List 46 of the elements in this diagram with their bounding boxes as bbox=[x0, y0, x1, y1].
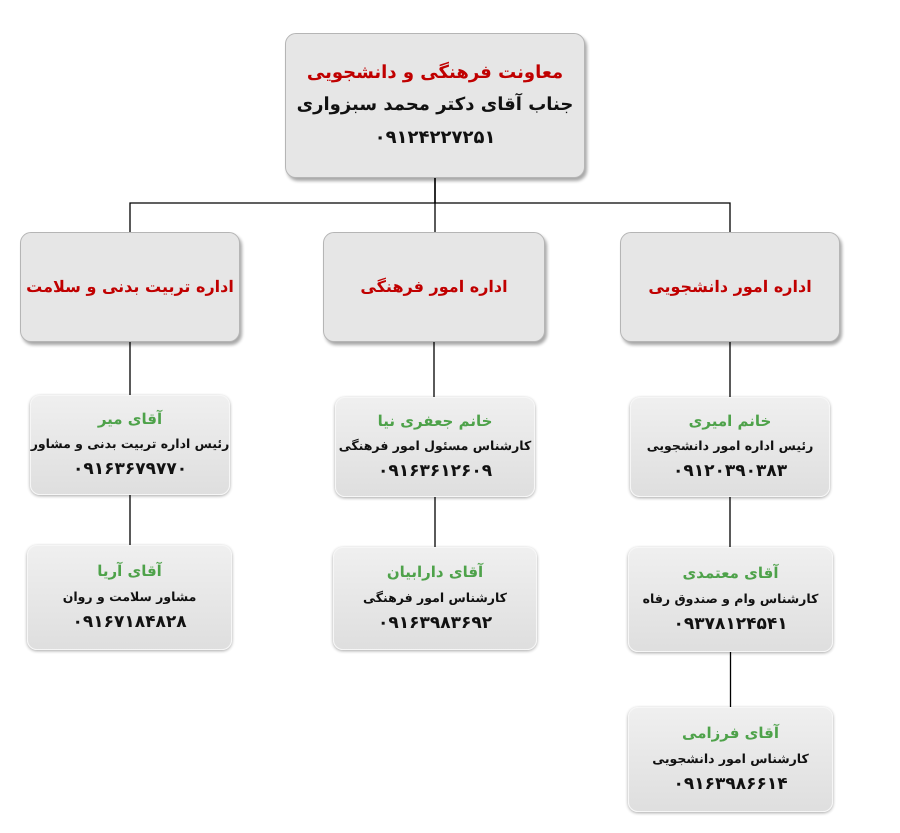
job-title: کارشناس وام و صندوق رفاه bbox=[642, 590, 818, 607]
person-name: آقای معتمدی bbox=[682, 564, 778, 583]
staff-card bbox=[333, 547, 537, 650]
connector-line bbox=[129, 342, 131, 395]
person-name: آقای دارابیان bbox=[386, 563, 484, 582]
connector-line bbox=[433, 342, 435, 397]
connector-line bbox=[729, 342, 731, 397]
department-box bbox=[20, 232, 240, 342]
phone-number: ۰۹۱۶۳۹۸۶۶۱۴ bbox=[673, 774, 788, 795]
job-title: کارشناس مسئول امور فرهنگی bbox=[338, 438, 532, 454]
org-unit-box bbox=[285, 33, 585, 178]
job-title: کارشناس امور دانشجویی bbox=[652, 750, 809, 767]
job-title: رئیس اداره امور دانشجویی bbox=[646, 438, 814, 454]
unit-title: اداره تربیت بدنی و سلامت bbox=[26, 277, 234, 297]
job-title: کارشناس امور فرهنگی bbox=[363, 590, 507, 606]
phone-number: ۰۹۱۲۰۳۹۰۳۸۳ bbox=[672, 461, 788, 482]
connector-line bbox=[730, 652, 732, 707]
department-box bbox=[620, 232, 840, 342]
staff-card bbox=[30, 395, 230, 495]
person-name: آقای آریا bbox=[97, 562, 162, 581]
staff-card bbox=[27, 545, 232, 650]
phone-number: ۰۹۱۲۴۲۲۷۲۵۱ bbox=[374, 126, 496, 150]
person-name: خانم امیری bbox=[688, 412, 772, 430]
connector-line bbox=[729, 497, 731, 547]
phone-number: ۰۹۱۶۳۶۱۲۶۰۹ bbox=[378, 461, 492, 482]
phone-number: ۰۹۱۶۳۶۷۹۷۷۰ bbox=[72, 459, 188, 480]
person-name: آقای فرزامی bbox=[682, 724, 779, 743]
job-title: رئیس اداره تربیت بدنی و مشاور bbox=[30, 436, 230, 452]
phone-number: ۰۹۱۶۷۱۸۴۸۲۸ bbox=[72, 612, 187, 633]
unit-title: اداره امور فرهنگی bbox=[360, 277, 508, 297]
person-name: خانم جعفری نیا bbox=[378, 412, 492, 430]
job-title: مشاور سلامت و روان bbox=[62, 588, 196, 605]
staff-card bbox=[335, 397, 535, 497]
connector-line bbox=[434, 497, 436, 547]
department-box bbox=[323, 232, 545, 342]
staff-card bbox=[630, 397, 830, 497]
person-name: آقای میر bbox=[98, 410, 162, 428]
connector-line bbox=[129, 495, 131, 545]
connector-line bbox=[129, 178, 436, 232]
staff-card bbox=[628, 547, 833, 652]
phone-number: ۰۹۱۶۳۹۸۳۶۹۲ bbox=[378, 612, 492, 634]
unit-title: اداره امور دانشجویی bbox=[648, 277, 812, 297]
staff-card bbox=[628, 707, 833, 812]
person-name: جناب آقای دکتر محمد سبزواری bbox=[296, 94, 574, 117]
unit-title: معاونت فرهنگی و دانشجویی bbox=[306, 62, 564, 84]
phone-number: ۰۹۳۷۸۱۲۴۵۴۱ bbox=[673, 614, 788, 635]
